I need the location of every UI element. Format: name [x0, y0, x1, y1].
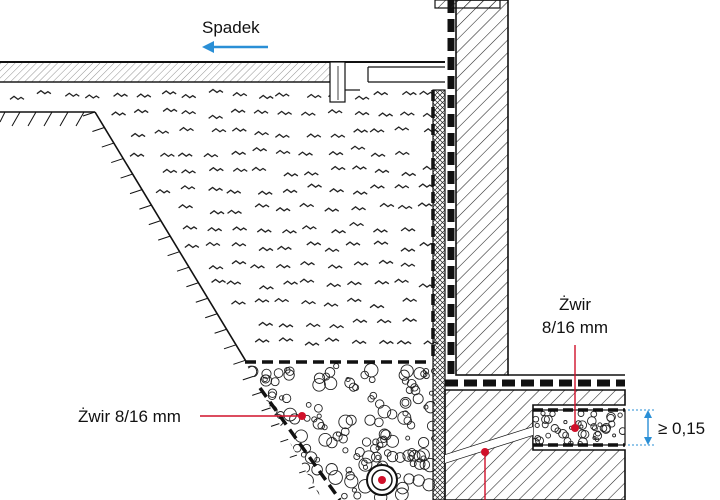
geotextile-dashed-line: [245, 360, 430, 500]
wall-cap: [434, 0, 501, 9]
soil-texture: [9, 88, 439, 346]
gravel-right-label-line1: Żwir: [558, 295, 592, 314]
inclined-drain-pipe: [444, 426, 534, 464]
foundation-slab: [444, 389, 626, 500]
leader-gravel-left: [200, 412, 306, 420]
step-hatch: [0, 111, 85, 127]
edging-element: [329, 61, 346, 103]
drain-pipe-icon: [366, 464, 398, 496]
gravel-fill-area: [245, 362, 435, 500]
drainage-mat: [432, 89, 446, 500]
gravel-right-label-line2: 8/16 mm: [541, 318, 609, 337]
basement-wall: [455, 0, 509, 376]
dimension-label: ≥ 0,15: [658, 419, 706, 438]
arrow-left-icon: [202, 41, 268, 53]
leader-pipe: [481, 448, 489, 500]
gravel-left-label: Żwir 8/16 mm: [78, 407, 181, 426]
slope-label: Spadek: [202, 18, 260, 37]
ground-hatch-top: [0, 62, 330, 82]
leader-gravel-right: [571, 345, 579, 432]
dimension-marker: [628, 409, 655, 446]
gravel-stones-right: [533, 410, 625, 445]
